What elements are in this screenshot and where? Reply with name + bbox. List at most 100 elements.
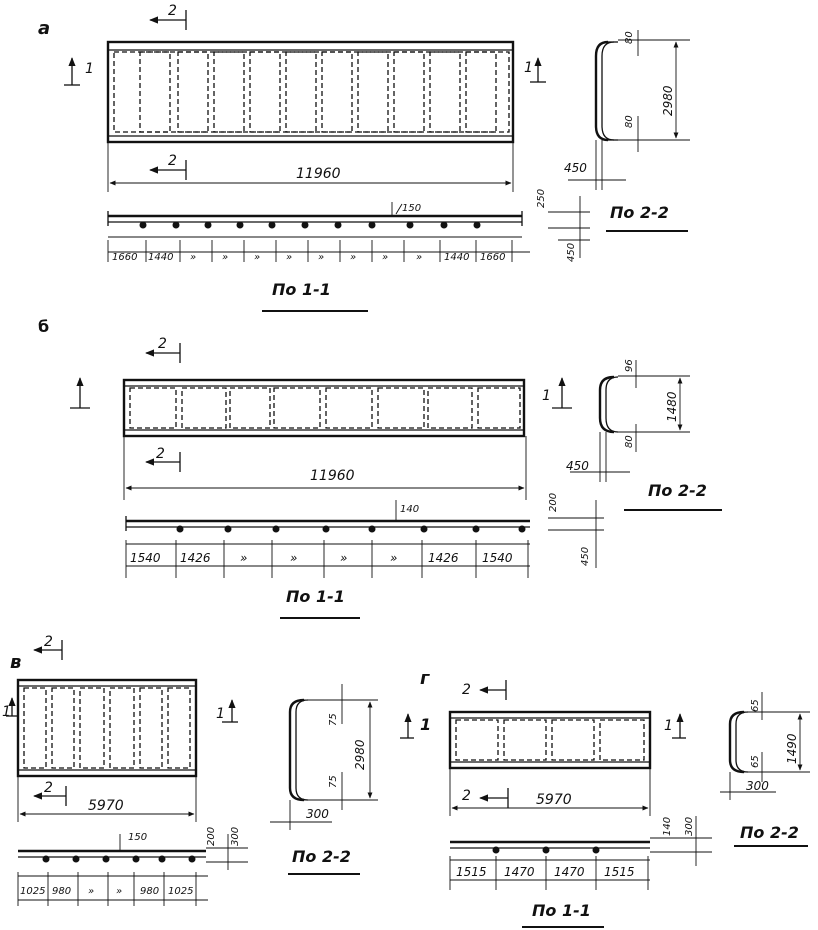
panel-a-cut2-bottom: 2: [149, 153, 187, 180]
svg-text:1490: 1490: [785, 733, 799, 764]
svg-text:980: 980: [140, 886, 159, 897]
panel-g-section2-label: По 2-2: [740, 823, 799, 842]
svg-text:1: 1: [216, 706, 225, 722]
svg-text:980: 980: [52, 886, 71, 897]
svg-text:»: »: [290, 551, 297, 565]
svg-text:»: »: [382, 252, 388, 263]
svg-text:250: 250: [536, 189, 547, 208]
panel-a: а 2 1 1: [38, 3, 690, 312]
svg-text:1: 1: [2, 704, 11, 720]
svg-text:80: 80: [624, 31, 635, 44]
panel-b-cut1-left: [70, 377, 90, 409]
svg-text:1540: 1540: [482, 551, 513, 565]
panel-b-length-dim: 11960: [123, 436, 527, 500]
svg-text:5970: 5970: [536, 792, 572, 808]
svg-text:2: 2: [168, 153, 177, 169]
svg-text:200: 200: [206, 827, 217, 846]
panel-a-section2-label: По 2-2: [610, 203, 669, 222]
panel-v-cut2-bottom: 2: [33, 780, 67, 806]
panel-g-length-dim: 5970: [449, 768, 651, 816]
svg-text:450: 450: [580, 547, 591, 566]
panel-b-cut1-right: 1: [542, 377, 572, 409]
svg-text:300: 300: [306, 807, 329, 821]
panel-v-section-1-1: 1025 980 » » 980 1025 150 200 300: [17, 827, 248, 906]
svg-text:96: 96: [624, 359, 635, 372]
svg-text:150: 150: [128, 832, 147, 843]
panel-v-cut1-right: 1: [216, 699, 238, 723]
svg-text:140: 140: [400, 504, 419, 515]
panel-b-section2-label: По 2-2: [648, 481, 707, 500]
panel-a-cut2-top: 2: [149, 3, 187, 30]
svg-text:80: 80: [624, 435, 635, 448]
panel-v-cut2-top: 2: [33, 634, 63, 660]
svg-text:450: 450: [566, 459, 589, 473]
svg-text:1: 1: [542, 388, 551, 404]
panel-v-length-dim: 5970: [17, 776, 197, 822]
panel-b-section-2-2: 96 80 1480 450 По 2-2: [566, 359, 722, 511]
svg-text:11960: 11960: [296, 166, 341, 182]
svg-text:1480: 1480: [665, 391, 679, 422]
svg-text:1440: 1440: [148, 252, 173, 263]
panel-a-cut1-left: 1: [64, 57, 94, 86]
svg-text:2: 2: [462, 788, 471, 804]
svg-text:1025: 1025: [20, 886, 45, 897]
svg-text:300: 300: [746, 779, 769, 793]
svg-text:2: 2: [44, 634, 53, 650]
panel-g-letter: г: [420, 668, 430, 689]
svg-text:200: 200: [548, 493, 559, 512]
svg-text:5970: 5970: [88, 798, 124, 814]
panel-b-plan: [122, 378, 526, 438]
svg-text:»: »: [116, 886, 122, 897]
svg-text:1470: 1470: [554, 865, 585, 879]
panel-b-cut2-bottom: 2: [145, 446, 181, 472]
svg-text:»: »: [350, 252, 356, 263]
panel-a-length-dim: 11960: [107, 142, 514, 192]
svg-text:1440: 1440: [444, 252, 469, 263]
panel-v-section2-label: По 2-2: [292, 847, 351, 866]
svg-text:»: »: [254, 252, 260, 263]
svg-text:1: 1: [85, 61, 94, 77]
panel-g: г 2 1 1: [400, 668, 810, 928]
panel-b-section-1-1: 1540 1426 » » » » 1426 1540 140 200 450 …: [125, 493, 604, 619]
panel-b-cut2-top: 2: [145, 336, 181, 363]
svg-text:1025: 1025: [168, 886, 193, 897]
svg-text:450: 450: [566, 243, 577, 262]
svg-text:2: 2: [168, 3, 177, 19]
panel-b: б 2 1: [38, 317, 722, 619]
svg-text:»: »: [240, 551, 247, 565]
panel-v: в 2 1 1: [2, 634, 378, 906]
svg-text:2: 2: [156, 446, 165, 462]
panel-a-plan: [106, 40, 515, 144]
svg-text:65: 65: [750, 699, 761, 712]
svg-text:300: 300: [684, 817, 695, 836]
panel-b-section1-label: По 1-1: [286, 587, 345, 606]
panel-v-letter: в: [10, 652, 21, 673]
panel-v-cut1-left: 1: [2, 697, 18, 720]
svg-text:150: 150: [402, 203, 421, 214]
svg-text:80: 80: [624, 115, 635, 128]
svg-text:140: 140: [662, 817, 673, 836]
svg-text:»: »: [190, 252, 196, 263]
svg-text:1540: 1540: [130, 551, 161, 565]
svg-text:1470: 1470: [504, 865, 535, 879]
svg-text:»: »: [222, 252, 228, 263]
svg-text:2980: 2980: [661, 85, 675, 116]
panel-g-section1-label: По 1-1: [532, 901, 591, 920]
svg-text:»: »: [340, 551, 347, 565]
panel-v-section-2-2: 75 75 2980 300 По 2-2: [270, 684, 378, 875]
panel-g-plan: [448, 710, 652, 770]
svg-text:2: 2: [158, 336, 167, 352]
panel-v-plan: [16, 678, 198, 778]
svg-text:300: 300: [230, 827, 241, 846]
svg-text:1: 1: [664, 718, 673, 734]
panel-a-section-1-1: 1660 1440 » » » » » » » » 1440 1660 150: [107, 189, 590, 312]
svg-text:1515: 1515: [604, 865, 635, 879]
panel-g-section-2-2: 65 65 1490 300 По 2-2: [720, 692, 810, 847]
svg-text:»: »: [390, 551, 397, 565]
panel-g-cut1-right: 1: [664, 713, 686, 739]
svg-text:»: »: [416, 252, 422, 263]
svg-text:1: 1: [524, 60, 533, 76]
panel-g-section-1-1: 1515 1470 1470 1515 140 300 По 1-1: [449, 816, 712, 928]
